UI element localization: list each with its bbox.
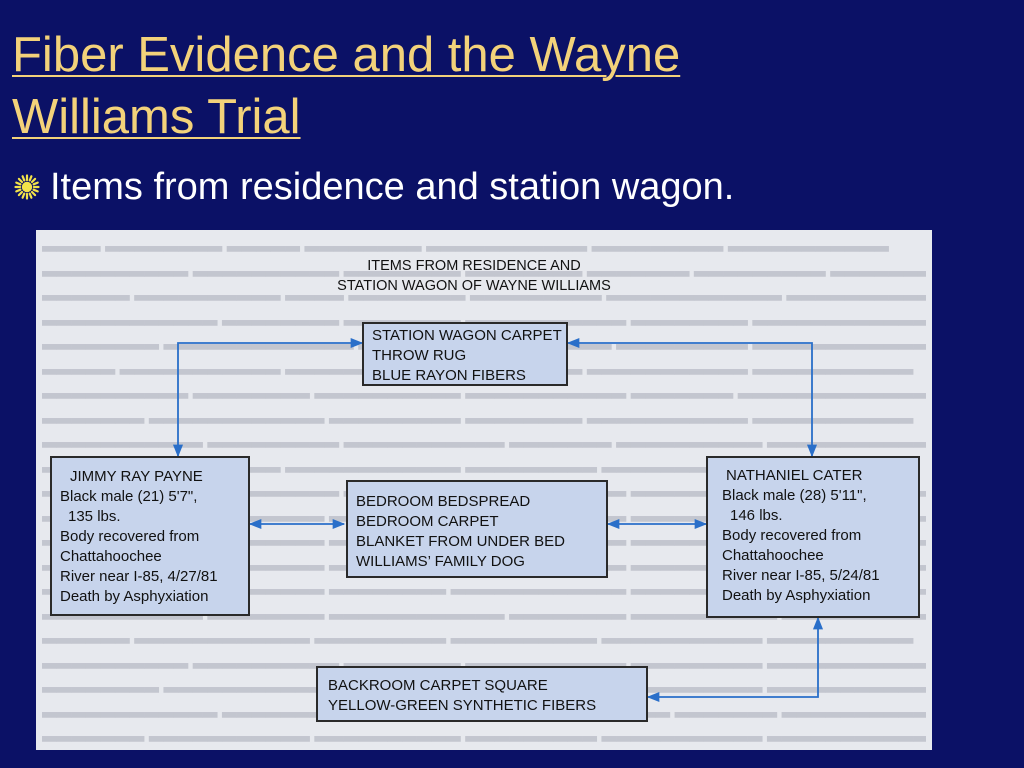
diagram-caption: ITEMS FROM RESIDENCE AND STATION WAGON O…: [336, 256, 612, 296]
title-line-2: Williams Trial: [12, 90, 301, 144]
cater-line-4: Body recovered from: [722, 527, 862, 544]
backroom-carpet-box: BACKROOM CARPET SQUARE YELLOW-GREEN SYNT…: [316, 666, 648, 722]
payne-line-3: 135 lbs.: [68, 508, 121, 525]
payne-line-5: Chattahoochee: [60, 548, 162, 565]
cater-line-6: River near I-85, 5/24/81: [722, 567, 880, 584]
bedroom-line-4: WILLIAMS’ FAMILY DOG: [356, 553, 525, 570]
payne-line-6: River near I-85, 4/27/81: [60, 568, 218, 585]
bedroom-line-2: BEDROOM CARPET: [356, 513, 499, 530]
station-wagon-line-2: THROW RUG: [372, 347, 467, 364]
station-wagon-line-1: STATION WAGON CARPET: [372, 327, 562, 344]
station-wagon-line-3: BLUE RAYON FIBERS: [372, 367, 526, 384]
arrow-station-wagon-to-cater: [566, 337, 818, 458]
bullet-item: Items from residence and station wagon.: [14, 162, 734, 212]
scanned-figure: ▂▂▂▂ ▂▂▂▂▂▂▂▂ ▂▂▂▂▂ ▂▂▂▂▂▂▂▂ ▂▂▂▂▂▂▂▂▂▂▂…: [36, 230, 932, 750]
cater-line-1: NATHANIEL CATER: [726, 467, 863, 484]
cater-line-2: Black male (28) 5'11",: [722, 487, 867, 504]
connector-arrows: [172, 337, 824, 703]
payne-line-1: JIMMY RAY PAYNE: [70, 468, 203, 485]
bedroom-line-1: BEDROOM BEDSPREAD: [356, 493, 531, 510]
cater-line-7: Death by Asphyxiation: [722, 587, 871, 604]
bullet-text: Items from residence and station wagon.: [50, 165, 735, 208]
arrow-payne-to-station-wagon: [172, 337, 364, 458]
title-line-1: Fiber Evidence and the Wayne: [12, 28, 681, 82]
cater-line-5: Chattahoochee: [722, 547, 824, 564]
bedroom-line-3: BLANKET FROM UNDER BED: [356, 533, 565, 550]
payne-line-4: Body recovered from: [60, 528, 200, 545]
backroom-line-1: BACKROOM CARPET SQUARE: [328, 677, 548, 694]
caption-line-1: ITEMS FROM RESIDENCE AND: [367, 258, 581, 274]
station-wagon-box: STATION WAGON CARPET THROW RUG BLUE RAYO…: [362, 322, 568, 386]
payne-line-7: Death by Asphyxiation: [60, 588, 209, 605]
bedroom-items-box: BEDROOM BEDSPREAD BEDROOM CARPET BLANKET…: [346, 480, 608, 578]
cater-line-3: 146 lbs.: [730, 507, 783, 524]
fiber-diagram: ITEMS FROM RESIDENCE AND STATION WAGON O…: [36, 230, 932, 750]
backroom-line-2: YELLOW-GREEN SYNTHETIC FIBERS: [328, 697, 597, 714]
nathaniel-cater-box: NATHANIEL CATER Black male (28) 5'11", 1…: [706, 456, 920, 618]
arrow-backroom-to-cater: [646, 616, 824, 703]
jimmy-ray-payne-box: JIMMY RAY PAYNE Black male (21) 5'7", 13…: [50, 456, 250, 616]
slide-title: Fiber Evidence and the Wayne Williams Tr…: [12, 24, 1012, 148]
caption-line-2: STATION WAGON OF WAYNE WILLIAMS: [337, 278, 611, 294]
sunburst-bullet-icon: [14, 174, 40, 200]
payne-line-2: Black male (21) 5'7",: [60, 488, 198, 505]
